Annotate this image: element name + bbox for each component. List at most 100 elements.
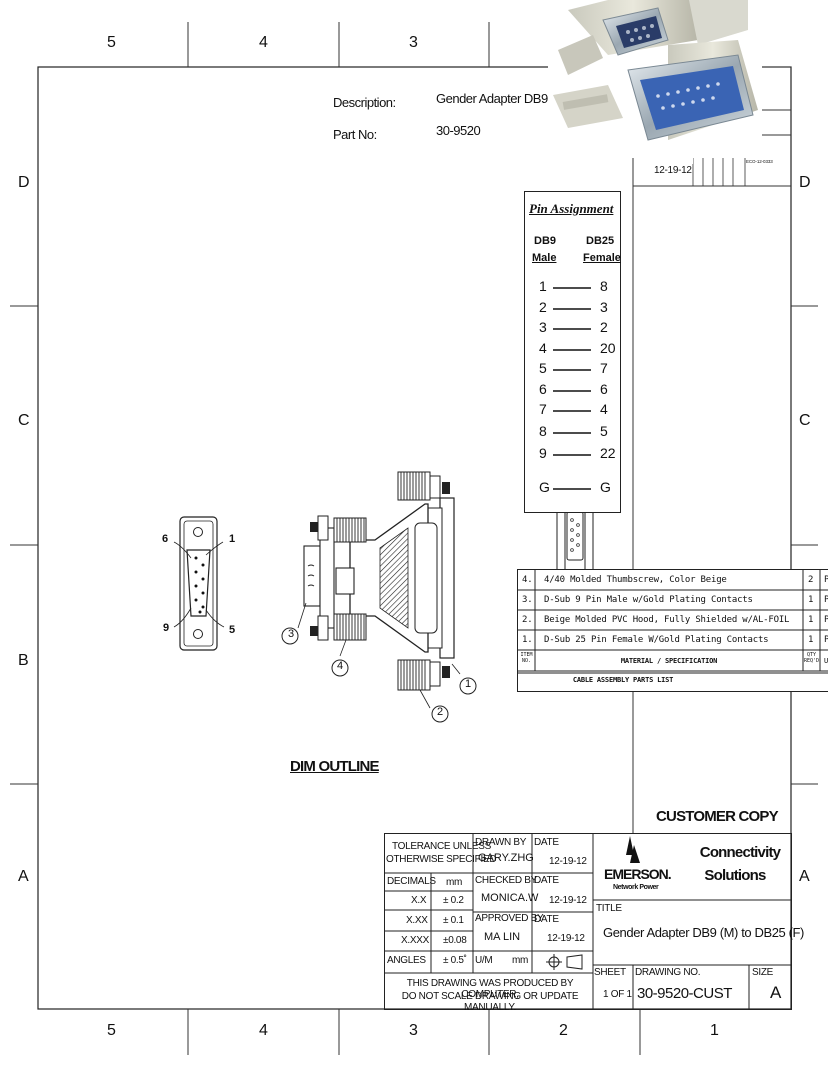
pin-db25: 20 [600,340,616,356]
pin-row: 1 [539,278,547,294]
parts-list-grid [518,570,828,674]
pin-db9: 3 [539,319,547,335]
size-value: A [770,983,782,1002]
drawn-by-label: DRAWN BY [475,837,527,848]
pin-db9: 7 [539,401,547,417]
drawing-number: 30-9520-CUST [637,985,732,1002]
pin-row-target: 20 [600,340,616,356]
db9-pin-label-5: 5 [229,624,236,636]
checked-date: 12-19-12 [549,895,587,906]
pin-row: 5 [539,360,547,376]
pin-db25: 3 [600,299,608,315]
pin-row: 3 [539,319,547,335]
tolerance-line-1: TOLERANCE UNLESS [392,841,491,852]
drawing-title: Gender Adapter DB9 (M) to DB25 (F) [603,925,804,940]
tol-x-xxx-label: X.XXX [401,935,429,946]
tol-x-x-value: ± 0.2 [443,895,464,906]
zone-label-bottom-2: 2 [559,1022,568,1039]
part-spec: Beige Molded PVC Hood, Fully Shielded w/… [544,615,790,625]
checked-by-value: MONICA.W [481,892,539,904]
pin-row-target: G [600,479,611,495]
db9-face-view [173,516,225,651]
pin-row: 9 [539,445,547,461]
balloon-2: 2 [436,706,444,718]
pin-col-db9: DB9 [534,235,557,247]
hidden-connector-sketch [556,512,594,572]
part-item-no: 2. [522,615,533,625]
part-um: PC [824,595,828,605]
adapter-side-view [281,471,477,723]
emerson-logo: EMERSON. [604,866,672,882]
zone-label-left-b: B [18,652,29,669]
pin-db9: 6 [539,381,547,397]
part-qty: 1 [808,615,814,625]
pin-row: 8 [539,423,547,439]
part-item-no: 3. [522,595,533,605]
customer-copy-label: CUSTOMER COPY [656,808,779,825]
pin-row: 6 [539,381,547,397]
pin-db25: 4 [600,401,608,417]
tol-x-x-label: X.X [411,895,427,906]
zone-label-bottom-4: 4 [259,1022,268,1039]
zone-label-left-d: D [18,174,30,191]
pin-wire-lines [553,287,591,490]
emerson-logo-sub: Network Power [613,884,659,891]
zone-label-bottom-5: 5 [107,1022,116,1039]
mm-label: mm [446,877,463,888]
pin-row-target: 22 [600,445,616,461]
pin-db25: 8 [600,278,608,294]
zone-label-bottom-3: 3 [409,1022,418,1039]
drawn-date: 12-19-12 [549,856,587,867]
pin-db9: 2 [539,299,547,315]
zone-label-top-3: 3 [409,34,418,51]
revision-date: 12-19-12 [654,165,692,176]
part-qty: 1 [808,635,814,645]
tolerance-line-2: OTHERWISE SPECIFIED [386,854,497,865]
date-label-checked: DATE [534,875,559,886]
pin-row: G [539,479,550,495]
pin-db9: 4 [539,340,547,356]
revision-strip-mask [635,150,693,164]
sheet-value: 1 OF 1 [603,989,632,1000]
part-um: PC [824,615,828,625]
balloon-1: 1 [464,678,472,690]
approved-by-label: APPROVED BY [475,913,544,924]
part-spec: D-Sub 25 Pin Female W/Gold Plating Conta… [544,635,769,645]
decimals-label: DECIMALS [387,876,436,887]
pin-db9: 5 [539,360,547,376]
zone-label-right-a: A [799,868,810,885]
angles-label: ANGLES [387,955,426,966]
pin-db25: 2 [600,319,608,335]
db9-pin-label-1: 1 [229,533,236,545]
part-qty: 1 [808,595,814,605]
tol-x-xx-label: X.XX [406,915,428,926]
pin-db9: G [539,479,550,495]
angles-value: ± 0.5˚ [443,955,467,966]
disclaimer-line-1: THIS DRAWING WAS PRODUCED BY COMPUTER, [406,978,574,1000]
dim-outline-label: DIM OUTLINE [290,758,380,775]
partno-label: Part No: [333,127,377,142]
drawing-no-label: DRAWING NO. [635,967,701,978]
zone-label-left-a: A [18,868,29,885]
description-label: Description: [333,95,396,110]
zone-label-bottom-1: 1 [710,1022,719,1039]
description-value: Gender Adapter DB9 (M [436,91,552,106]
pin-row-target: 7 [600,360,608,376]
partno-value: 30-9520 [436,123,481,138]
pin-db25: 7 [600,360,608,376]
pin-assignment-title: Pin Assignment [529,201,614,216]
pin-db9: 1 [539,278,547,294]
pin-row-target: 8 [600,278,608,294]
um-label: U/M [475,955,493,966]
date-label-approved: DATE [534,914,559,925]
balloon-4: 4 [336,660,344,672]
pin-db25: 22 [600,445,616,461]
pin-db9: 9 [539,445,547,461]
pin-row: 2 [539,299,547,315]
pin-col-db25-female: Female [583,252,621,264]
zone-label-right-d: D [799,174,811,191]
pin-row: 4 [539,340,547,356]
pin-assignment-table: Pin Assignment DB9 Male DB25 Female 1 8 … [524,191,621,513]
part-item-no: 1. [522,635,533,645]
zone-label-top-4: 4 [259,34,268,51]
